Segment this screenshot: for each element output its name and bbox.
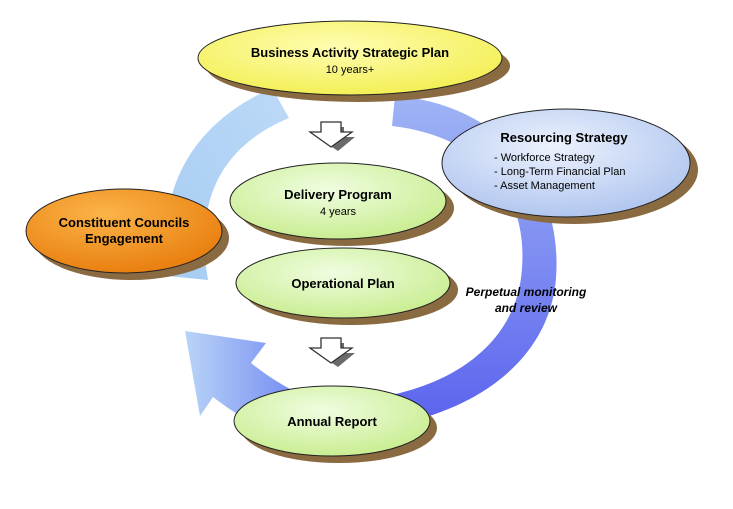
strategic-plan-title: Business Activity Strategic Plan	[251, 45, 449, 60]
monitoring-line-2: and review	[495, 301, 558, 315]
engagement-node: Constituent Councils Engagement	[25, 188, 229, 280]
node-ellipse	[233, 385, 431, 457]
delivery-program-title: Delivery Program	[284, 187, 392, 202]
node-ellipse	[25, 188, 223, 274]
resourcing-item: - Workforce Strategy	[494, 152, 595, 164]
down-arrow-top	[307, 121, 355, 151]
resourcing-item: - Long-Term Financial Plan	[494, 166, 625, 178]
resourcing-item: - Asset Management	[494, 180, 595, 192]
resourcing-strategy-node: Resourcing Strategy - Workforce Strategy…	[441, 108, 698, 224]
engagement-line-1: Constituent Councils	[59, 215, 190, 230]
resourcing-strategy-title: Resourcing Strategy	[500, 130, 628, 145]
node-ellipse	[229, 162, 447, 240]
down-arrow-bottom	[307, 337, 355, 367]
strategic-plan-node: Business Activity Strategic Plan 10 year…	[197, 20, 510, 102]
engagement-line-2: Engagement	[85, 231, 164, 246]
delivery-program-node: Delivery Program 4 years	[229, 162, 454, 246]
monitoring-label: Perpetual monitoring and review	[466, 285, 587, 315]
node-ellipse	[197, 20, 503, 96]
down-arrow-icon	[307, 337, 355, 364]
node-ellipse	[441, 108, 691, 218]
node-ellipse	[235, 247, 451, 319]
operational-plan-title: Operational Plan	[291, 276, 394, 291]
annual-report-node: Annual Report	[233, 385, 437, 463]
delivery-program-subtitle: 4 years	[320, 206, 357, 218]
down-arrow-icon	[307, 121, 355, 148]
annual-report-title: Annual Report	[287, 414, 377, 429]
operational-plan-node: Operational Plan	[235, 247, 458, 325]
monitoring-line-1: Perpetual monitoring	[466, 285, 587, 299]
strategic-plan-subtitle: 10 years+	[326, 64, 375, 76]
